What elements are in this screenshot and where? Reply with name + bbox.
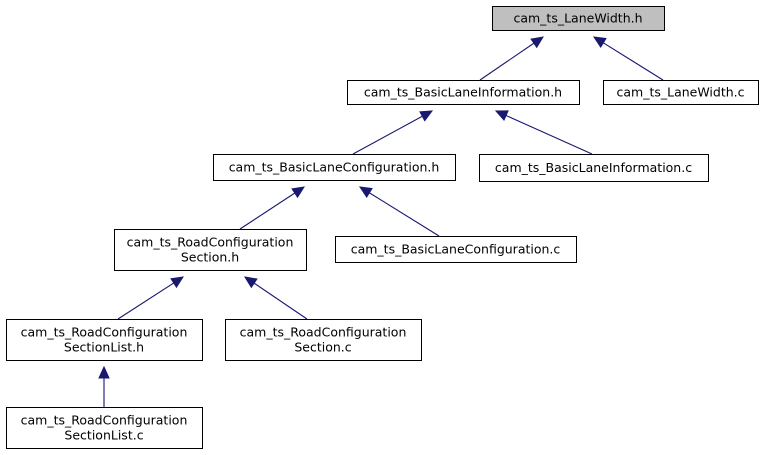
arrowhead-icon <box>291 186 306 199</box>
node-label: cam_ts_LaneWidth.h <box>513 11 642 26</box>
edge-line <box>504 114 593 155</box>
arrowhead-icon <box>358 186 373 198</box>
arrowhead-icon <box>494 110 509 121</box>
arrowhead-icon <box>530 36 544 49</box>
node-box <box>479 154 709 182</box>
node-box <box>6 407 203 449</box>
node-n1[interactable]: cam_ts_BasicLaneInformation.h <box>347 80 580 105</box>
edge-line <box>117 281 175 320</box>
edge-line <box>239 192 296 230</box>
node-label: Section.h <box>181 250 239 265</box>
edge-n6-to-n3 <box>358 186 440 237</box>
edge-n9-to-n7 <box>98 365 110 407</box>
nodes-layer: cam_ts_LaneWidth.h cam_ts_BasicLaneInform… <box>6 6 759 449</box>
node-box <box>335 236 577 263</box>
node-label: cam_ts_BasicLaneConfiguration.c <box>351 242 561 257</box>
node-box <box>603 80 759 105</box>
edge-n2-to-n0 <box>592 36 664 81</box>
edge-line <box>602 41 664 81</box>
edge-n7-to-n5 <box>117 276 185 320</box>
node-n2[interactable]: cam_ts_LaneWidth.c <box>603 80 759 105</box>
node-box <box>6 319 203 361</box>
node-n3[interactable]: cam_ts_BasicLaneConfiguration.h <box>213 154 456 181</box>
node-label: cam_ts_RoadConfiguration <box>21 325 188 340</box>
arrowhead-icon <box>98 365 110 379</box>
node-label: Section.c <box>294 340 351 355</box>
node-label: cam_ts_RoadConfiguration <box>127 235 294 250</box>
edge-line <box>252 282 308 320</box>
arrowhead-icon <box>419 110 434 122</box>
node-box <box>225 319 422 361</box>
node-label: cam_ts_RoadConfiguration <box>240 325 407 340</box>
edges-layer <box>98 36 664 407</box>
edge-line <box>368 191 440 237</box>
node-box <box>347 80 580 105</box>
node-label: SectionList.c <box>64 428 143 443</box>
node-label: cam_ts_BasicLaneInformation.c <box>495 160 692 175</box>
edge-n5-to-n3 <box>239 186 306 230</box>
arrowhead-icon <box>592 36 607 48</box>
node-label: cam_ts_BasicLaneConfiguration.h <box>229 160 440 175</box>
node-label: SectionList.h <box>64 340 144 355</box>
node-box <box>492 6 665 31</box>
node-n4[interactable]: cam_ts_BasicLaneInformation.c <box>479 154 709 182</box>
edge-n1-to-n0 <box>479 36 544 81</box>
edge-n8-to-n5 <box>243 276 308 320</box>
node-label: cam_ts_RoadConfiguration <box>21 413 188 428</box>
node-box <box>213 154 456 181</box>
node-label: cam_ts_BasicLaneInformation.h <box>364 85 562 100</box>
node-label: cam_ts_LaneWidth.c <box>616 85 744 100</box>
arrowhead-icon <box>243 276 258 289</box>
edge-line <box>479 42 536 81</box>
edge-n4-to-n1 <box>494 110 593 155</box>
node-box <box>114 229 307 271</box>
node-n6[interactable]: cam_ts_BasicLaneConfiguration.c <box>335 236 577 263</box>
edge-n3-to-n1 <box>352 110 434 155</box>
node-n0: cam_ts_LaneWidth.h <box>492 6 665 31</box>
arrowhead-icon <box>170 276 185 289</box>
edge-line <box>352 115 424 155</box>
